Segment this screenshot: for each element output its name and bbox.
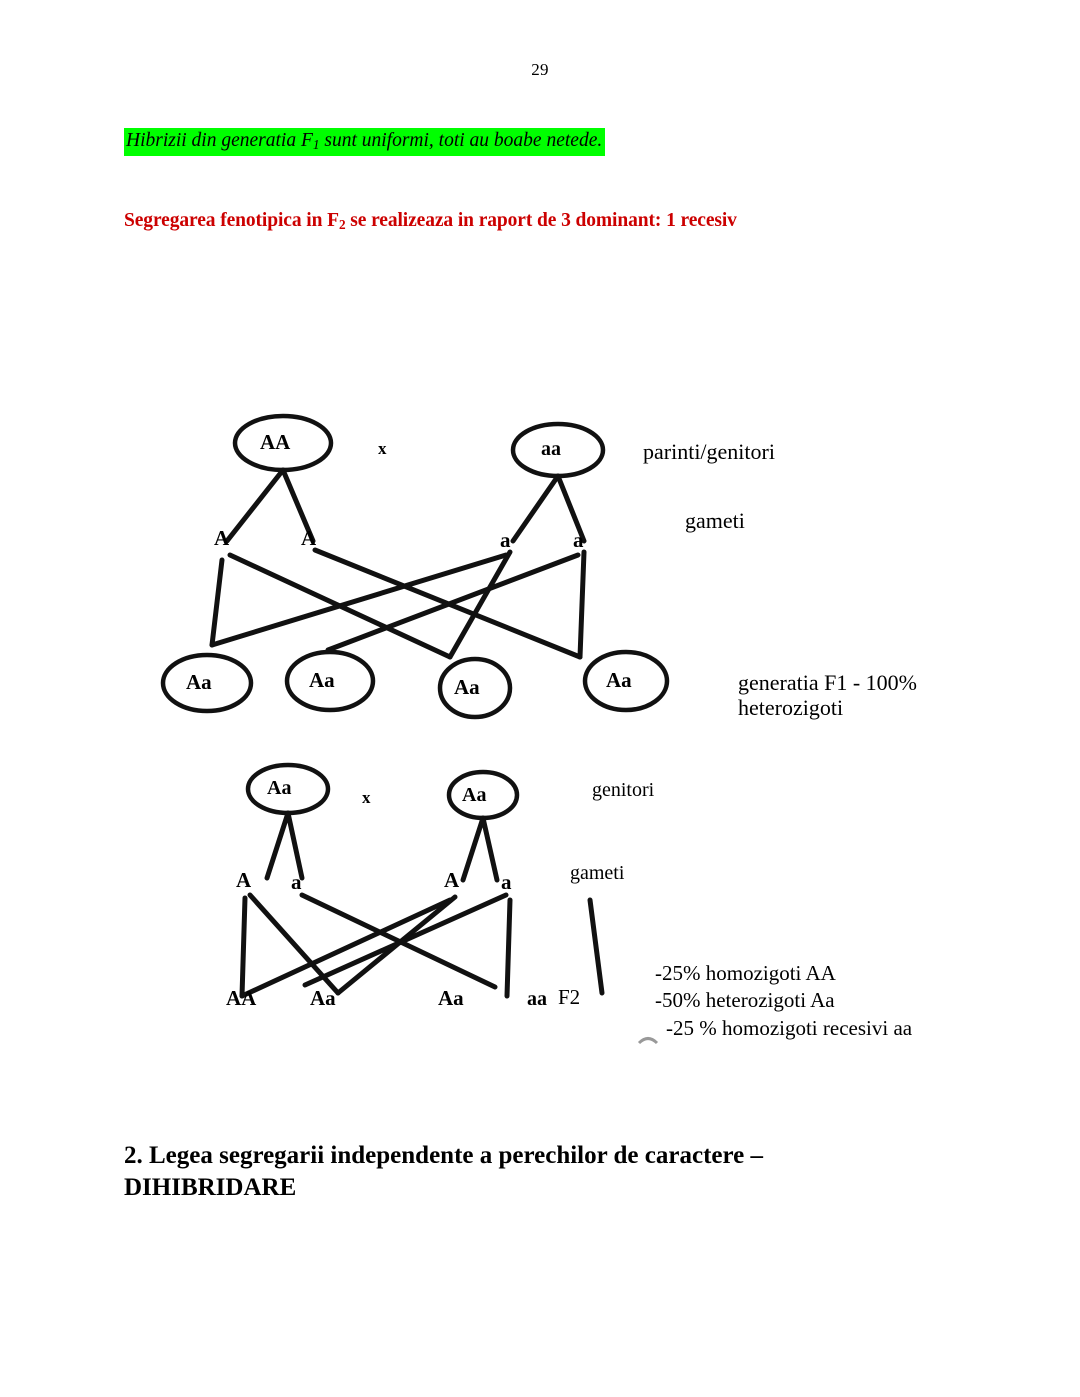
cross2-parent1-genotype-label: Aa (267, 777, 292, 799)
section-heading: 2. Legea segregarii independente a perec… (124, 1140, 924, 1203)
cross2-parents-side-label: genitori (592, 779, 655, 801)
section-heading-line1: 2. Legea segregarii independente a perec… (124, 1142, 763, 1169)
f1-generation-side-label-line1: generatia F1 - 100% (738, 670, 917, 695)
cross2-gamete-4: a (501, 870, 512, 894)
cross1-gamete-4: a (573, 528, 584, 552)
f2-offspring-label-2: Aa (310, 986, 336, 1010)
f2-generation-tag: F2 (558, 985, 581, 1009)
red-statement: Segregarea fenotipica in F2 se realizeaz… (124, 210, 737, 233)
f2-offspring-label-1: AA (226, 986, 257, 1010)
f1-offspring-label-3: Aa (454, 675, 480, 699)
section-heading-line2: DIHIBRIDARE (124, 1173, 297, 1201)
f2-offspring-label-3: Aa (438, 986, 464, 1010)
red-text-before: Segregarea fenotipica in F (124, 210, 339, 231)
red-text-after: se realizeaza in raport de 3 dominant: 1… (345, 210, 737, 231)
parent2-genotype-label: aa (541, 438, 561, 460)
f1-offspring-label-4: Aa (606, 668, 632, 692)
cross1-symbol: x (378, 439, 387, 458)
page-number: 29 (531, 60, 549, 79)
f1-offspring-label-2: Aa (309, 668, 335, 692)
stray-arc-artifact (637, 1037, 659, 1045)
f2-offspring-label-4: aa (527, 988, 547, 1010)
cross2-gamete-2: a (291, 870, 302, 894)
cross2-symbol: x (362, 788, 371, 807)
cross1-parents-side-label: parinti/genitori (643, 439, 775, 464)
f2-ratio-line-1: -25% homozigoti AA (655, 961, 836, 985)
f2-ratio-line-2: -50% heterozigoti Aa (655, 988, 835, 1012)
diagram-lines-svg (160, 413, 670, 1045)
highlight-text-after: sunt uniformi, toti au boabe netede. (319, 130, 603, 151)
f1-offspring-ellipse-3 (437, 656, 513, 720)
f1-offspring-ellipse-1 (160, 652, 254, 714)
parent1-genotype-label: AA (260, 430, 291, 454)
cross1-gamete-2: A (301, 526, 317, 550)
f1-offspring-label-1: Aa (186, 670, 212, 694)
cross1-gametes-side-label: gameti (685, 508, 745, 533)
f2-ratio-line-3: -25 % homozigoti recesivi aa (666, 1016, 913, 1040)
cross2-gamete-3: A (444, 868, 460, 892)
highlighted-statement: Hibrizii din generatia F1 sunt uniformi,… (124, 128, 606, 156)
cross1-gamete-1: A (214, 526, 230, 550)
highlight-subscript: 1 (312, 136, 320, 152)
cross1-gamete-3: a (500, 528, 511, 552)
cross2-gamete-1: A (236, 868, 252, 892)
highlight-text-before: Hibrizii din generatia F (126, 130, 313, 151)
f1-offspring-ellipse-2 (284, 649, 376, 713)
cross2-parent2-genotype-label: Aa (462, 784, 487, 806)
cross2-gametes-side-label: gameti (570, 862, 625, 884)
punnett-cross-diagram: AA x aa A A a a Aa Aa Aa Aa parinti/geni… (150, 395, 970, 1065)
f1-generation-side-label-line2: heterozigoti (738, 695, 844, 720)
red-subscript: 2 (338, 216, 346, 232)
f1-offspring-ellipse-4 (582, 649, 670, 713)
